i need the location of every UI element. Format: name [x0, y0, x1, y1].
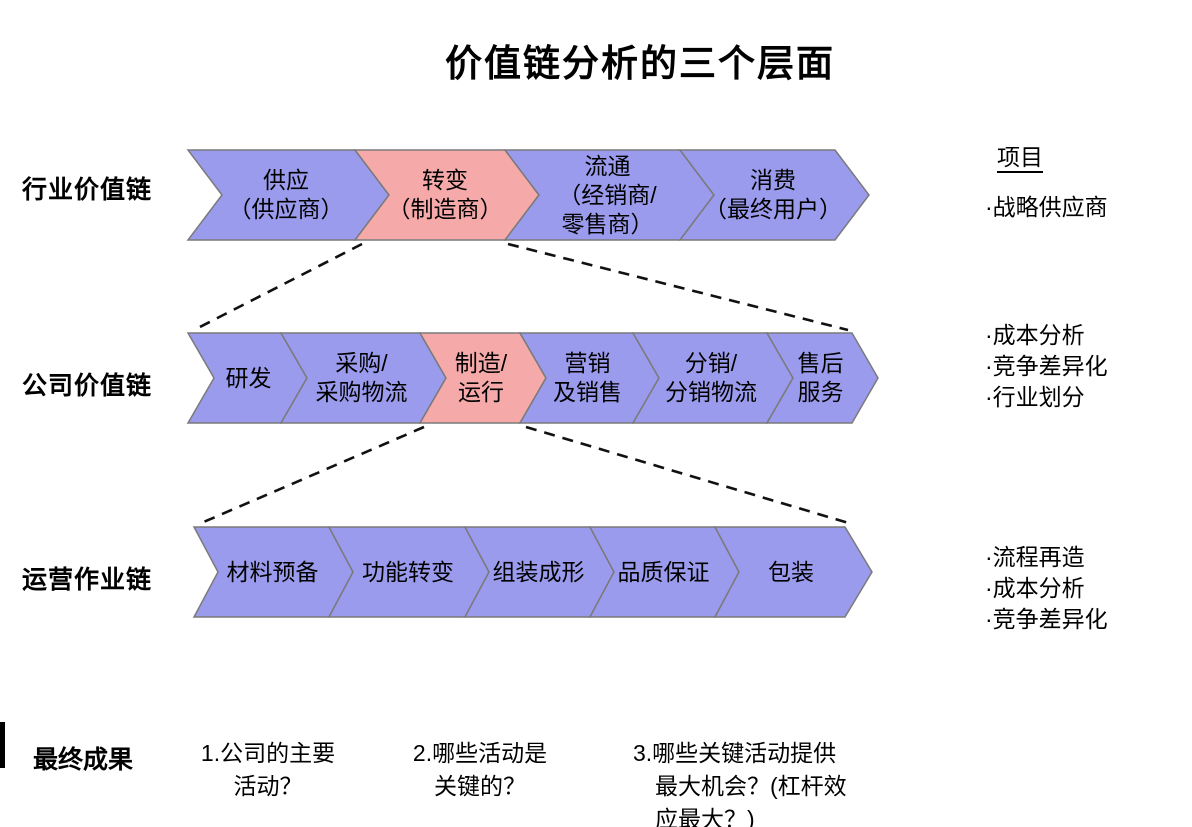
- right-panel-group-industry: ·战略供应商: [985, 194, 1108, 220]
- segment-label: 采购/ 采购物流: [315, 350, 408, 405]
- segment-label: 供应 （供应商）: [228, 167, 344, 222]
- right-panel-heading: 项目: [997, 138, 1043, 173]
- connector-dash-left-2: [198, 425, 425, 526]
- segment-label: 流通 （经销商/ 零售商）: [558, 152, 657, 237]
- chain-industry-segment-consumption-shape: [678, 149, 870, 241]
- right-panel-group-operations: ·流程再造 ·成本分析 ·竞争差异化: [985, 544, 1108, 632]
- connector-dash-right-2: [525, 425, 853, 526]
- page-title: 价值链分析的三个层面: [445, 43, 835, 84]
- segment-label: 品质保证: [617, 558, 710, 585]
- segment-label: 制造/ 运行: [454, 350, 508, 405]
- segment-label: 售后 服务: [797, 350, 844, 405]
- outcomes-label: 最终成果: [33, 746, 134, 774]
- segment-label: 消费 （最终用户）: [704, 167, 842, 222]
- chain-label-company: 公司价值链: [22, 372, 153, 400]
- edge-mark: [0, 722, 5, 768]
- right-panel-group-company: ·成本分析 ·竞争差异化 ·行业划分: [985, 322, 1108, 410]
- segment-label: 分销/ 分销物流: [665, 350, 757, 405]
- connector-dash-left-1: [193, 242, 363, 332]
- segment-label: 组装成形: [492, 558, 585, 585]
- connector-dash-right-1: [507, 242, 849, 332]
- chain-company-segment-service-shape: [765, 332, 879, 424]
- chain-label-industry: 行业价值链: [22, 176, 153, 204]
- segment-label: 营销 及销售: [553, 350, 622, 405]
- outcome-question-3: 3.哪些关键活动提供 最大机会？(杠杆效 应最大？): [633, 740, 847, 827]
- outcome-question-2: 2.哪些活动是 关键的？: [412, 740, 548, 799]
- right-panel-heading-text: 项目: [997, 144, 1043, 173]
- segment-label: 研发: [225, 364, 272, 391]
- chain-label-operations: 运营作业链: [22, 566, 153, 594]
- segment-label: 功能转变: [362, 558, 454, 585]
- chain-operations-segment-packaging-shape: [713, 526, 873, 618]
- segment-label: 转变 （制造商）: [387, 167, 503, 222]
- segment-label: 包装: [768, 558, 814, 585]
- segment-label: 材料预备: [226, 558, 319, 585]
- outcome-question-1: 1.公司的主要 活动？: [200, 740, 336, 799]
